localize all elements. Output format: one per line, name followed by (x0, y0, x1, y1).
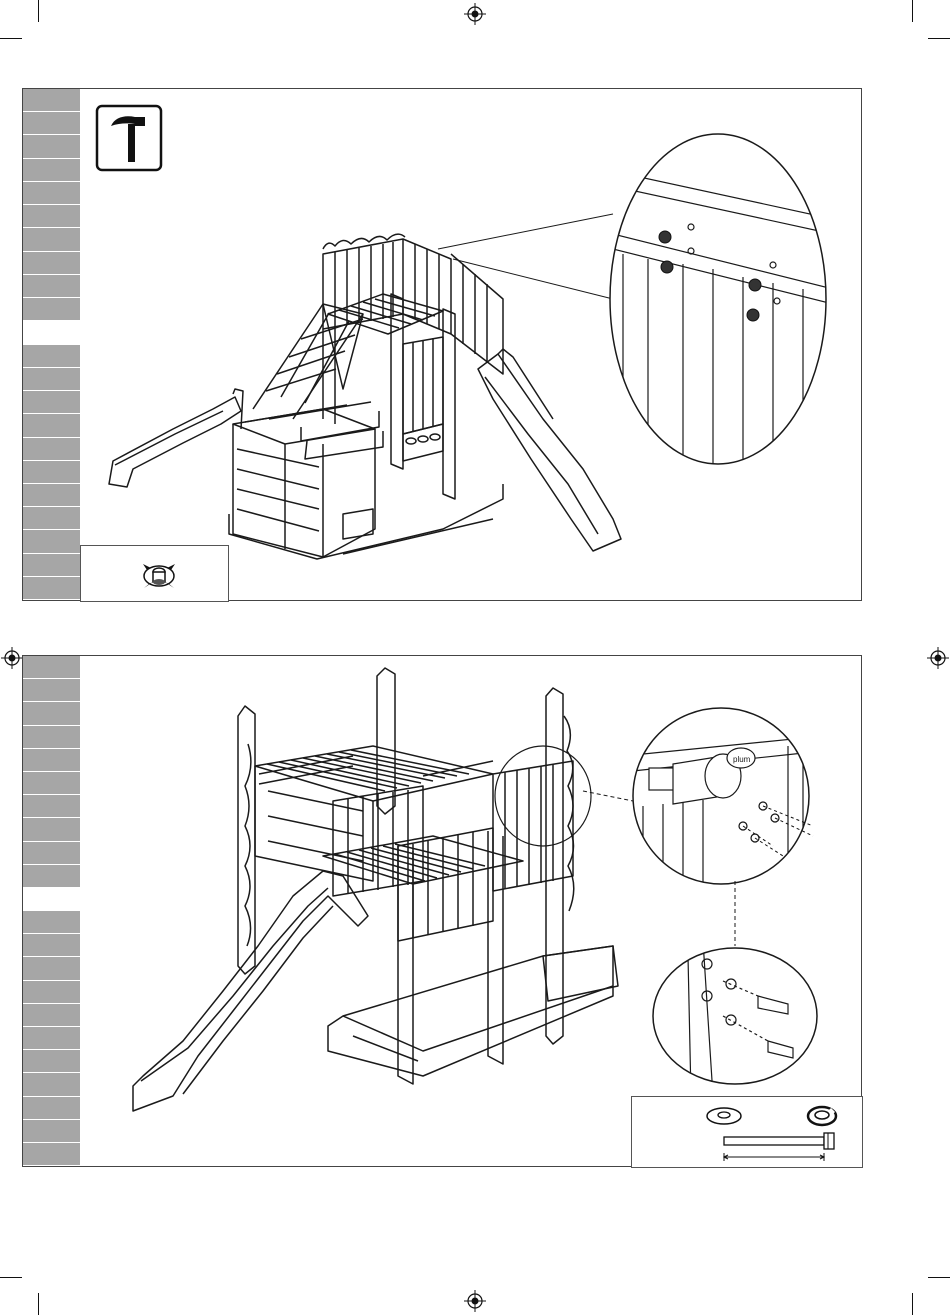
crop-mark (38, 0, 39, 22)
assembly-step-2: plum (22, 655, 862, 1167)
crop-mark (38, 1293, 39, 1315)
registration-mark-icon (464, 1290, 486, 1312)
crop-mark (928, 38, 950, 39)
crop-mark (0, 1277, 22, 1278)
nameplate-text: plum (733, 755, 751, 764)
play-tower-illustration (23, 89, 863, 602)
crop-mark (912, 1293, 913, 1315)
assembly-step-1 (22, 88, 862, 601)
crop-mark (912, 0, 913, 22)
crop-mark (0, 38, 22, 39)
registration-mark-icon (1, 647, 23, 669)
detail-zoom: plum (623, 708, 823, 916)
registration-mark-icon (927, 647, 949, 669)
detail-zoom (603, 134, 833, 469)
play-tower-illustration: plum (23, 656, 863, 1168)
crop-mark (928, 1277, 950, 1278)
registration-mark-icon (464, 3, 486, 25)
detail-zoom (653, 941, 817, 1096)
